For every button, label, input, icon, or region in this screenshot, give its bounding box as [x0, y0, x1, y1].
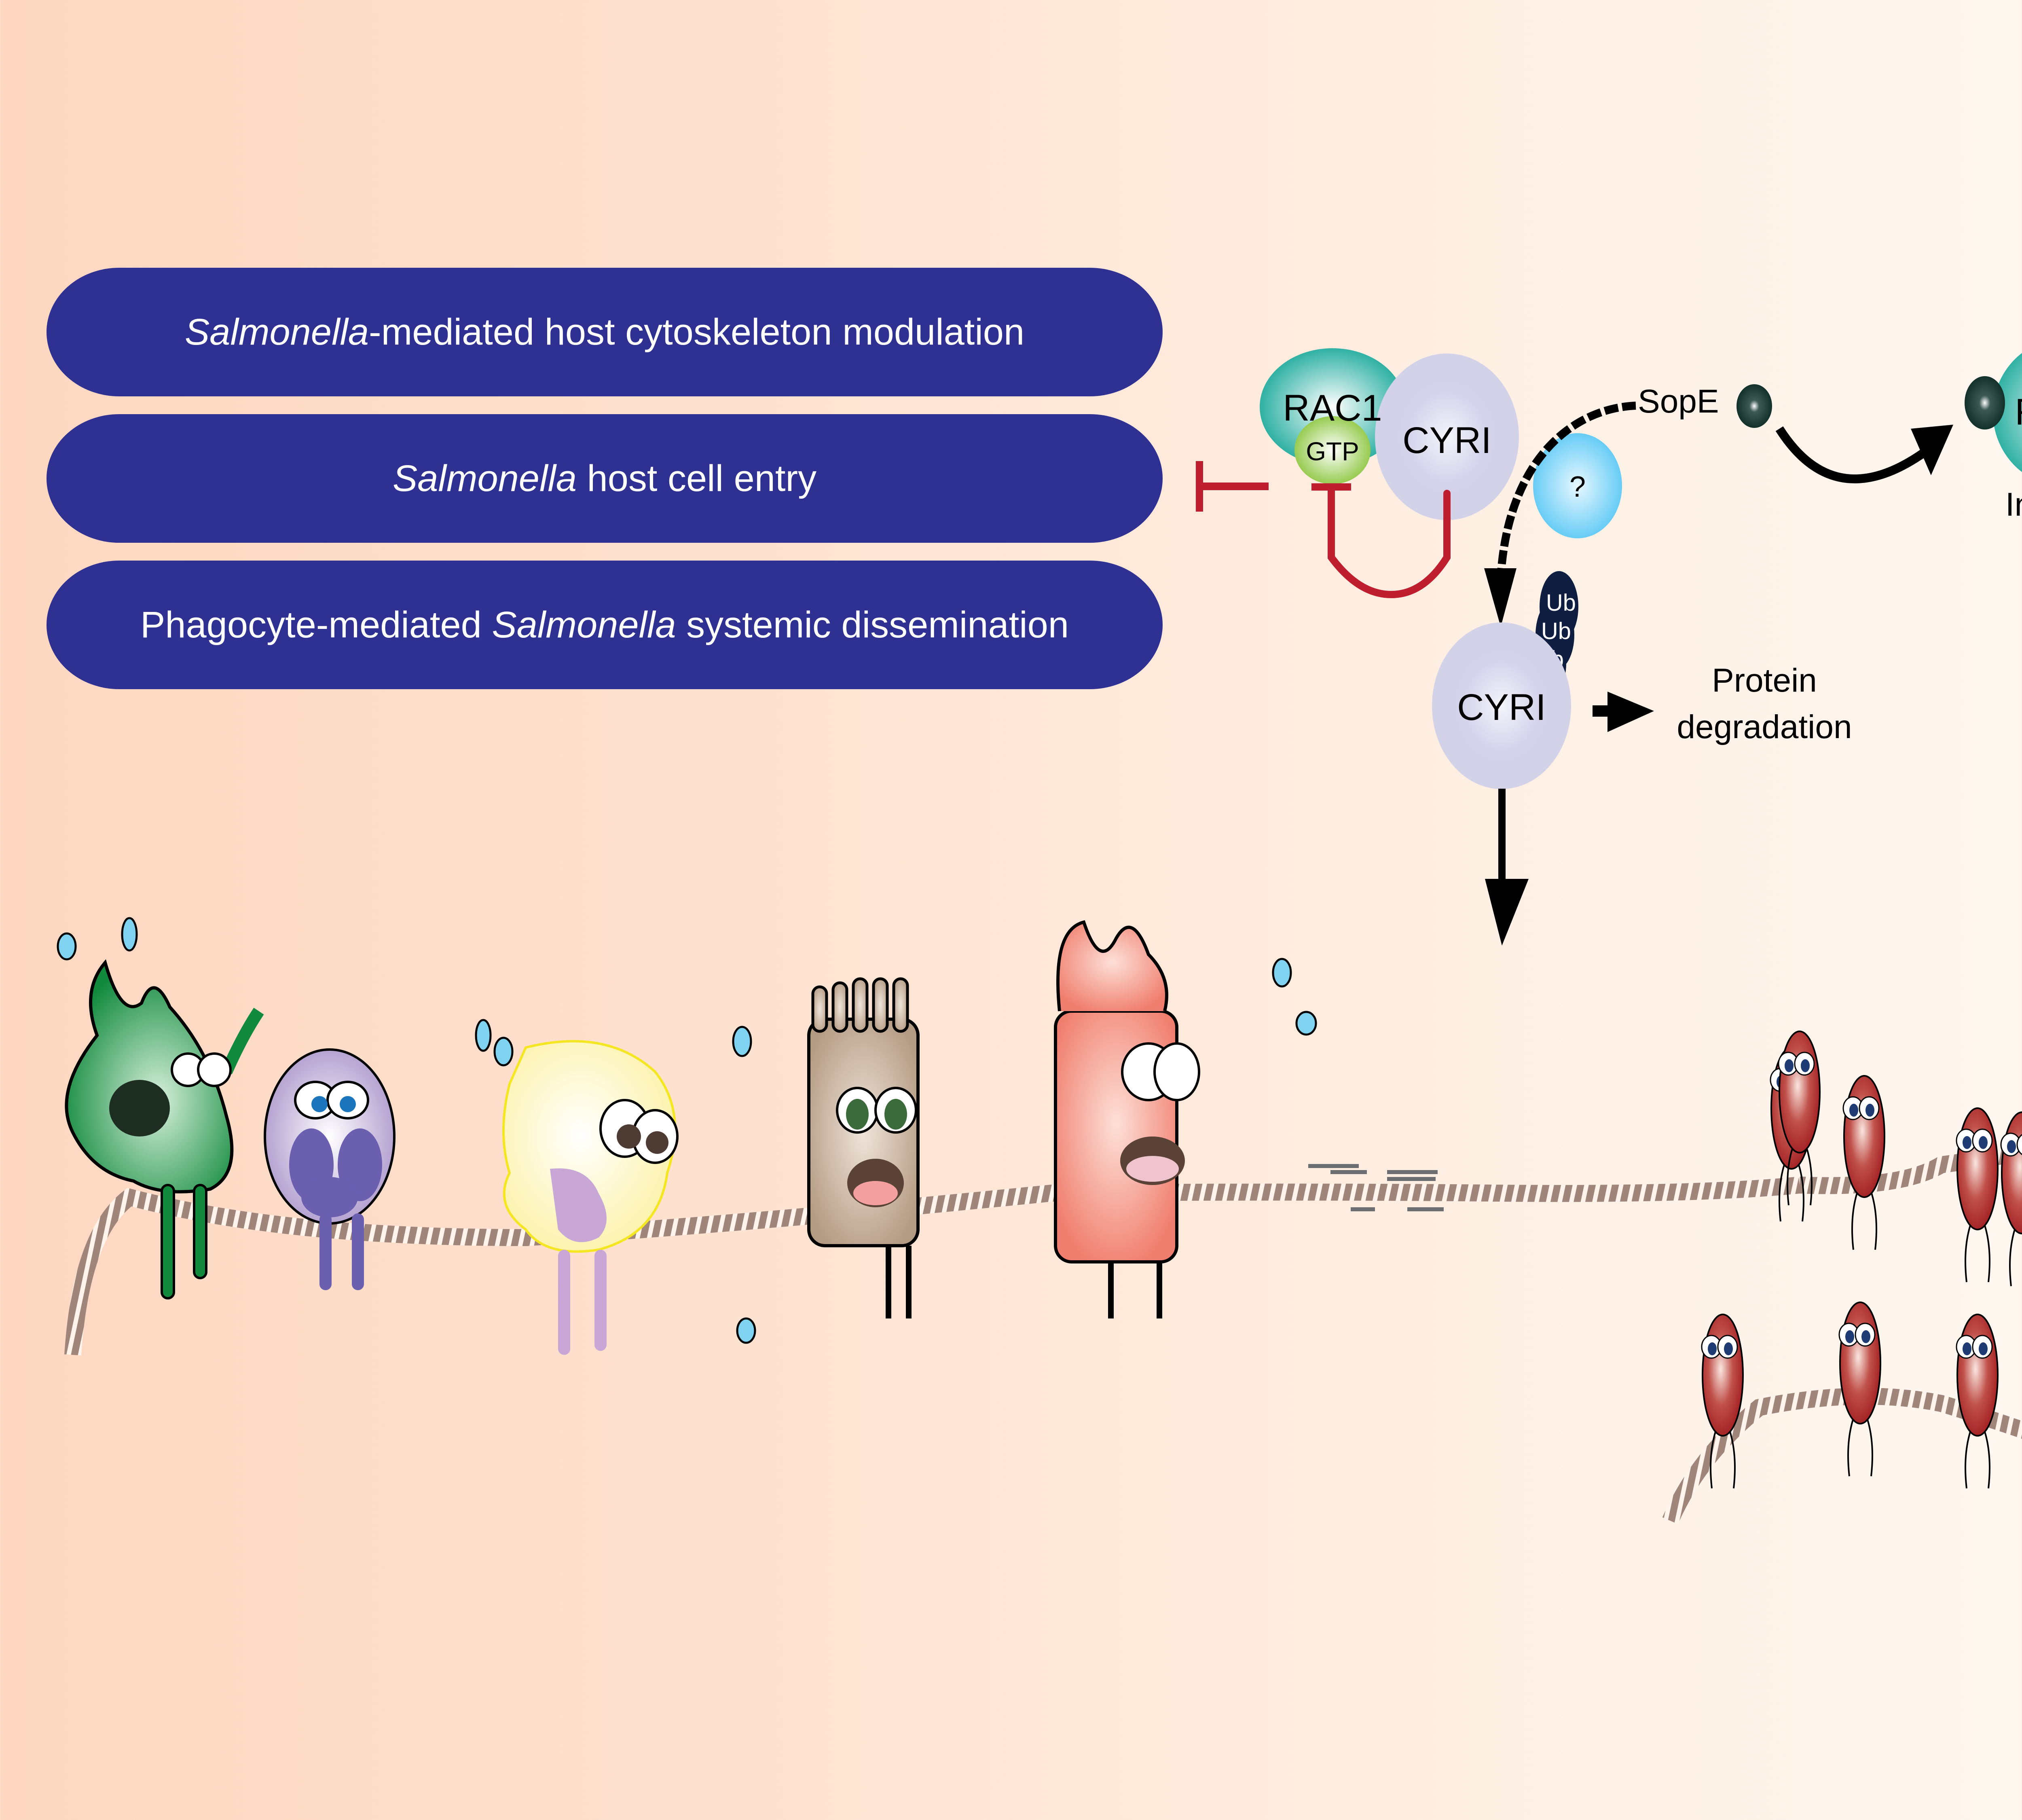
- gtp-label: GTP: [1306, 437, 1359, 466]
- process-text: systemic dissemination: [676, 604, 1069, 645]
- inactive-label: Inactive: [2005, 486, 2022, 523]
- rope-right-lower: [1662, 1388, 2022, 1524]
- ub-label: Ub: [1541, 618, 1571, 644]
- rope-right-upper: [1799, 1144, 2022, 1194]
- cyri-node: [1375, 353, 1519, 520]
- italic-term: Salmonella: [392, 457, 577, 499]
- sope-to-cyri-dashed-arrow: [1484, 402, 1636, 627]
- cyri-label: CYRI: [1402, 420, 1491, 461]
- salmonella-character: [1956, 1107, 1999, 1282]
- rac1-inactive: RAC1 GDP Inactive: [1965, 353, 2022, 523]
- italic-term: Salmonella: [184, 311, 369, 353]
- process-cytoskeleton-modulation: Salmonella-mediated host cytoskeleton mo…: [47, 268, 1163, 396]
- salmonella-character: [1842, 1075, 1885, 1250]
- salmonella-character: [1701, 1314, 1744, 1489]
- gtp-node: [1294, 416, 1371, 484]
- process-text: host cell entry: [577, 457, 817, 499]
- salmonella-character: [1838, 1302, 1881, 1477]
- protein-degradation-label-line1: Protein: [1712, 662, 1817, 699]
- salmonella-character: [2000, 1111, 2022, 1287]
- process-text: -mediated host cytoskeleton modulation: [369, 311, 1025, 353]
- unknown-factor-node: [1533, 433, 1622, 538]
- process-host-cell-entry: Salmonella host cell entry: [47, 414, 1163, 543]
- sweat-drops: [57, 917, 1317, 1344]
- sope-bead-icon: [1965, 376, 2005, 430]
- motion-marks: [1308, 1164, 1444, 1211]
- ub-label: Ub: [1546, 590, 1576, 616]
- outcome-down-arrow: [1485, 789, 1529, 946]
- sope-label: SopE: [1638, 383, 1719, 420]
- degradation-arrow: [1593, 692, 1654, 732]
- salmonella-character: [1778, 1031, 1821, 1206]
- rac1-label: RAC1: [2015, 392, 2022, 433]
- rac1-node: [1260, 348, 1405, 466]
- sope-to-rac1-arrow: [1775, 425, 1953, 484]
- cyri-inhibits-rac1-loop: [1311, 483, 1451, 599]
- ubiquitinated-cyri-label: CYRI: [1457, 687, 1546, 728]
- salmonella-character: [1956, 1314, 1999, 1489]
- rac1-label: RAC1: [1283, 387, 1382, 429]
- process-systemic-dissemination: Phagocyte-mediated Salmonella systemic d…: [47, 561, 1163, 689]
- process-text: Phagocyte-mediated: [140, 604, 492, 645]
- enterocyte-character: [807, 977, 920, 1318]
- inhibition-arrow-to-entry: [1196, 461, 1269, 512]
- protein-degradation-label-line2: degradation: [1677, 709, 1852, 745]
- macrophage-character: [502, 1040, 679, 1355]
- dendritic-cell-character: [65, 959, 264, 1299]
- ubiquitinated-cyri-node: [1432, 622, 1571, 789]
- rac1-cyri-complex: RAC1 GTP CYRI: [1260, 348, 1519, 520]
- italic-term: Salmonella: [492, 604, 676, 645]
- rac1-node: [1993, 353, 2022, 472]
- sope-bead-icon: [1736, 384, 1772, 428]
- unknown-factor-label: ?: [1569, 471, 1586, 503]
- neutrophil-character: [264, 1048, 396, 1290]
- microfold-cell-character: [1054, 920, 1200, 1318]
